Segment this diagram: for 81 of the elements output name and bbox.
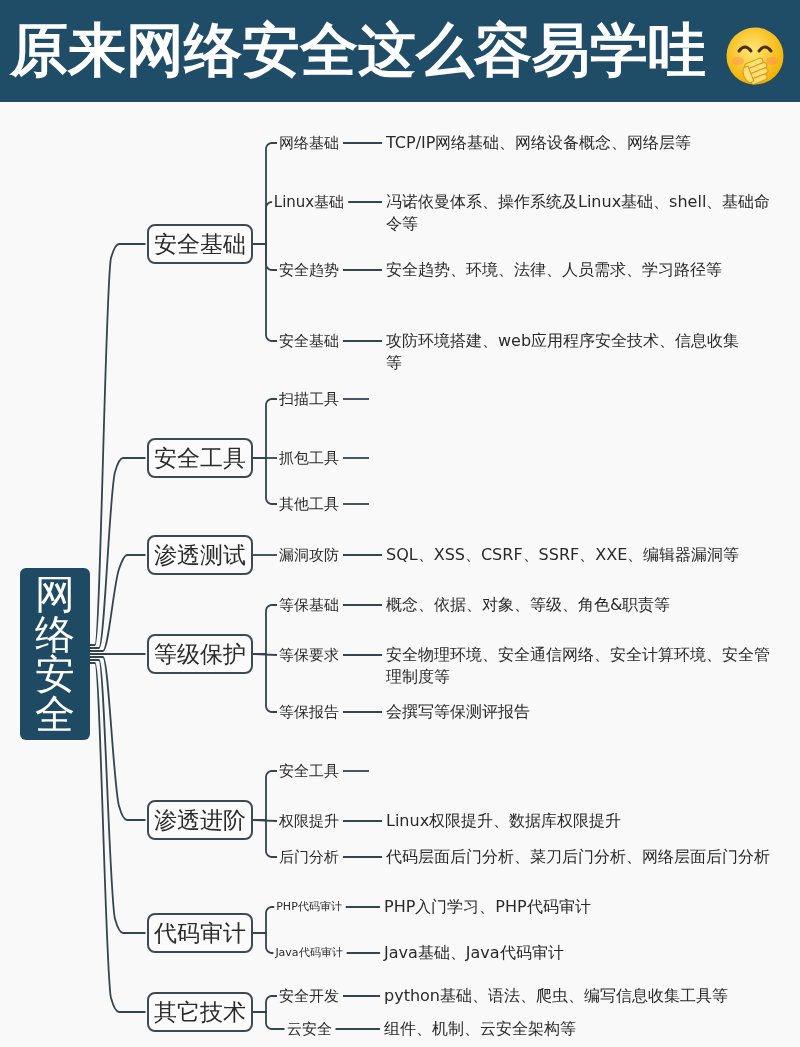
subtopic-label: 其他工具 bbox=[279, 494, 339, 514]
topic-box bbox=[147, 634, 253, 674]
dash-line bbox=[344, 906, 381, 908]
root-topic-box bbox=[20, 568, 90, 740]
dash-line bbox=[342, 711, 383, 713]
dash-line bbox=[342, 269, 383, 271]
branch-line bbox=[89, 656, 147, 821]
topic-label: 安全工具 bbox=[154, 444, 246, 472]
subtopic-label: 安全工具 bbox=[279, 761, 339, 781]
branch-line bbox=[89, 457, 147, 649]
subtopic-label: 等保要求 bbox=[279, 645, 339, 665]
detail-text: 安全趋势、环境、法律、人员需求、学习路径等 bbox=[386, 259, 722, 281]
branch-line bbox=[89, 662, 147, 1013]
topic-label: 代码审计 bbox=[154, 919, 246, 947]
topic-label: 等级保护 bbox=[154, 640, 246, 668]
topic-label: 网络安全 bbox=[35, 574, 75, 734]
branch-line bbox=[252, 457, 278, 505]
detail-text: 会撰写等保测评报告 bbox=[386, 701, 530, 723]
dash-line bbox=[334, 1028, 381, 1030]
detail-text: Linux权限提升、数据库权限提升 bbox=[386, 810, 622, 832]
subtopic-label: Linux基础 bbox=[273, 192, 345, 212]
detail-text: Java基础、Java代码审计 bbox=[384, 942, 564, 964]
subtopic-label: 后门分析 bbox=[279, 847, 339, 867]
branch-line bbox=[89, 243, 147, 646]
dash-line bbox=[347, 201, 383, 203]
detail-text: 攻防环境搭建、web应用程序安全技术、信息收集等 bbox=[386, 330, 748, 374]
branch-line bbox=[89, 554, 147, 652]
dash-line bbox=[342, 457, 370, 459]
branch-line bbox=[89, 653, 147, 655]
dash-line bbox=[342, 654, 383, 656]
dash-line bbox=[342, 856, 383, 858]
topic-label: 渗透进阶 bbox=[154, 806, 246, 834]
detail-text: 安全物理环境、安全通信网络、安全计算环境、安全管理制度等 bbox=[386, 644, 778, 688]
branch-line bbox=[252, 554, 278, 556]
topic-box bbox=[147, 535, 253, 575]
subtopic-label: 安全基础 bbox=[279, 331, 339, 351]
dash-line bbox=[342, 604, 383, 606]
topic-box bbox=[147, 913, 253, 953]
subtopic-label: 安全趋势 bbox=[279, 260, 339, 280]
topic-box bbox=[147, 438, 253, 478]
branch-line bbox=[252, 1011, 286, 1030]
branch-line bbox=[252, 653, 278, 713]
topic-box bbox=[147, 800, 253, 840]
dash-line bbox=[342, 770, 370, 772]
detail-text: 冯诺依曼体系、操作系统及Linux基础、shell、基础命令等 bbox=[386, 191, 778, 235]
topic-label: 其它技术 bbox=[154, 998, 246, 1026]
branch-line bbox=[252, 819, 278, 858]
detail-text: 代码层面后门分析、菜刀后门分析、网络层面后门分析 bbox=[386, 846, 770, 868]
branch-line bbox=[89, 659, 147, 934]
dash-line bbox=[342, 398, 370, 400]
topic-box bbox=[147, 992, 253, 1032]
topic-box bbox=[147, 224, 253, 264]
subtopic-label: 安全开发 bbox=[279, 986, 339, 1006]
detail-text: 概念、依据、对象、等级、角色&职责等 bbox=[386, 594, 671, 616]
subtopic-label: 云安全 bbox=[286, 1019, 332, 1039]
detail-text: 组件、机制、云安全架构等 bbox=[384, 1018, 576, 1040]
subtopic-label: 漏洞攻防 bbox=[279, 545, 339, 565]
subtopic-label: PHP代码审计 bbox=[276, 900, 342, 914]
branch-line bbox=[252, 932, 275, 954]
dash-line bbox=[345, 952, 381, 954]
detail-text: PHP入门学习、PHP代码审计 bbox=[384, 896, 591, 918]
dash-line bbox=[342, 503, 370, 505]
subtopic-label: 网络基础 bbox=[279, 133, 339, 153]
topic-label: 安全基础 bbox=[154, 230, 246, 258]
topic-label: 渗透测试 bbox=[154, 541, 246, 569]
detail-text: SQL、XSS、CSRF、SSRF、XXE、编辑器漏洞等 bbox=[386, 544, 740, 566]
branch-line bbox=[252, 243, 278, 342]
dash-line bbox=[342, 820, 383, 822]
subtopic-label: 等保基础 bbox=[279, 595, 339, 615]
title: 原来网络安全这么容易学哇 bbox=[10, 16, 706, 84]
dash-line bbox=[342, 995, 381, 997]
dash-line bbox=[342, 340, 383, 342]
detail-text: TCP/IP网络基础、网络设备概念、网络层等 bbox=[386, 132, 692, 154]
dash-line bbox=[342, 554, 383, 556]
subtopic-label: 权限提升 bbox=[279, 811, 339, 831]
subtopic-label: Java代码审计 bbox=[275, 946, 343, 960]
subtopic-label: 扫描工具 bbox=[279, 389, 339, 409]
subtopic-label: 等保报告 bbox=[279, 702, 339, 722]
dash-line bbox=[342, 142, 383, 144]
subtopic-label: 抓包工具 bbox=[279, 448, 339, 468]
detail-text: python基础、语法、爬虫、编写信息收集工具等 bbox=[384, 985, 728, 1007]
